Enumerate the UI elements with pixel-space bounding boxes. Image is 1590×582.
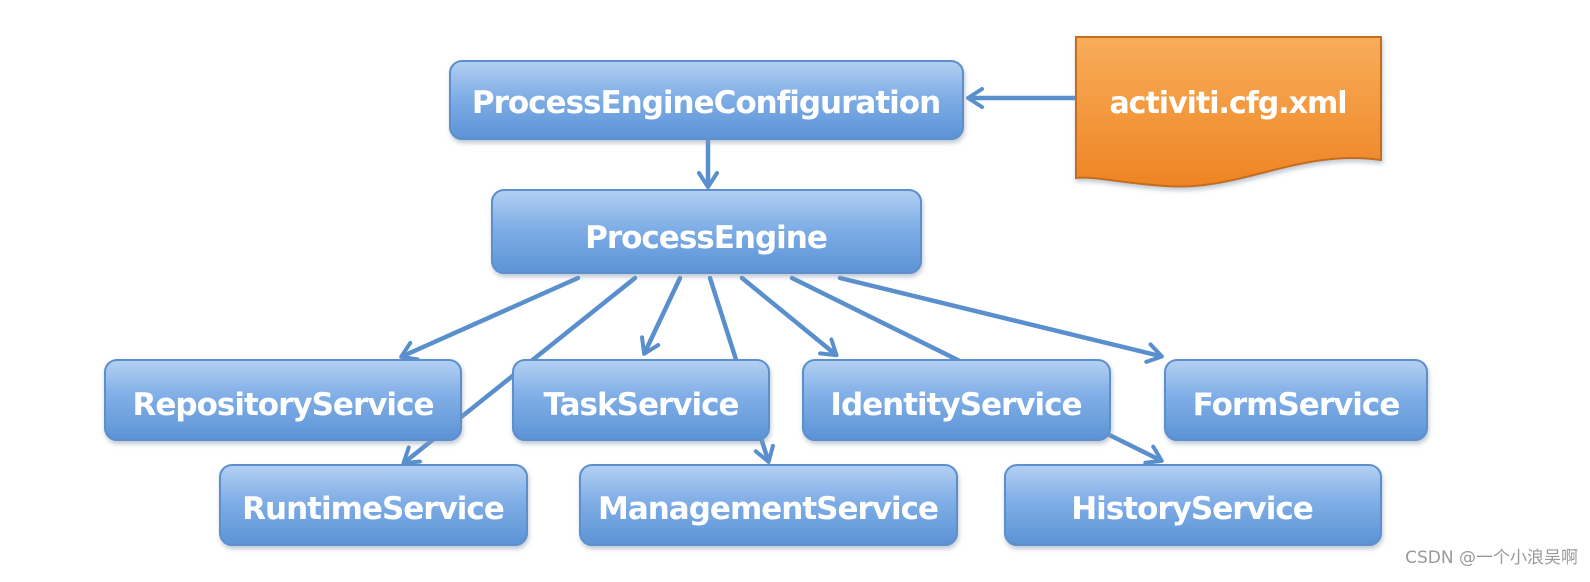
node-runtime-service-label: RuntimeService bbox=[242, 491, 504, 527]
node-form-service: FormService bbox=[1164, 359, 1428, 441]
node-repository-service: RepositoryService bbox=[104, 359, 462, 441]
node-task-service-label: TaskService bbox=[543, 387, 738, 423]
node-identity-service-label: IdentityService bbox=[830, 387, 1081, 423]
node-history-service: HistoryService bbox=[1004, 464, 1382, 546]
node-runtime-service: RuntimeService bbox=[219, 464, 528, 546]
arrow-engine-to-identity bbox=[739, 275, 839, 358]
node-identity-service: IdentityService bbox=[802, 359, 1111, 441]
arrow-engine-to-task bbox=[639, 275, 683, 356]
node-process-engine: ProcessEngine bbox=[491, 189, 922, 274]
node-process-engine-configuration-label: ProcessEngineConfiguration bbox=[472, 85, 940, 121]
node-form-service-label: FormService bbox=[1193, 387, 1400, 423]
arrow-engine-to-form bbox=[837, 275, 1164, 364]
node-process-engine-label: ProcessEngine bbox=[585, 220, 827, 256]
node-management-service: ManagementService bbox=[579, 464, 958, 546]
doc-activiti-cfg-label: activiti.cfg.xml bbox=[1109, 86, 1346, 121]
node-process-engine-configuration: ProcessEngineConfiguration bbox=[449, 60, 964, 140]
doc-activiti-cfg: activiti.cfg.xml bbox=[1075, 36, 1382, 188]
node-repository-service-label: RepositoryService bbox=[133, 387, 434, 423]
node-management-service-label: ManagementService bbox=[598, 491, 938, 527]
node-history-service-label: HistoryService bbox=[1071, 491, 1313, 527]
node-task-service: TaskService bbox=[512, 359, 770, 441]
watermark: CSDN @一个小浪吴啊 bbox=[1405, 548, 1578, 568]
arrow-engine-to-repository bbox=[399, 275, 581, 362]
